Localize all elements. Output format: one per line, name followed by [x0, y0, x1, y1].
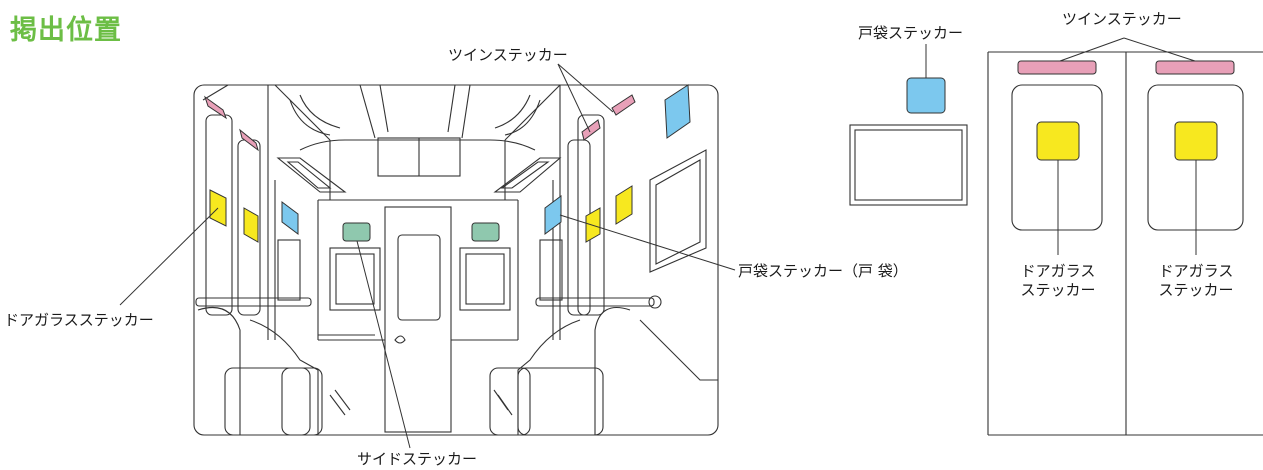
label-door-glass-2-line1: ドアガラス [1158, 262, 1234, 280]
label-door-glass-1: ドアガラス ステッカー [1012, 262, 1104, 300]
pocket-sticker-right [906, 77, 946, 114]
twin-sticker-marks [204, 94, 636, 152]
door-glass-sticker-marks [209, 185, 633, 243]
leader-lines [119, 63, 736, 449]
back-door [384, 206, 452, 433]
interior-frame [193, 84, 719, 436]
label-pocket-sticker-paren: 戸袋ステッカー（戸 袋） [738, 262, 908, 280]
label-twin-sticker: ツインステッカー [448, 46, 568, 64]
label-door-glass-2-line2: ステッカー [1158, 281, 1234, 299]
label-door-glass-1-line2: ステッカー [1020, 281, 1096, 299]
label-side-sticker: サイドステッカー [357, 450, 478, 468]
label-door-glass-sticker: ドアガラスステッカー [4, 311, 154, 329]
twin-sticker-right-1 [1017, 60, 1097, 75]
side-sticker-marks [342, 222, 500, 242]
door-glass-sticker-right-2 [1174, 121, 1218, 161]
label-twin-sticker-right: ツインステッカー [1062, 10, 1182, 28]
pocket-panel-frame [849, 124, 968, 206]
label-door-glass-1-line1: ドアガラス [1020, 262, 1096, 280]
pocket-sticker-marks [281, 84, 691, 235]
label-door-glass-2: ドアガラス ステッカー [1150, 262, 1242, 300]
door-glass-sticker-right-1 [1036, 121, 1080, 161]
label-pocket-sticker: 戸袋ステッカー [858, 24, 964, 42]
twin-sticker-right-2 [1155, 60, 1235, 75]
page-title: 掲出位置 [10, 15, 122, 46]
